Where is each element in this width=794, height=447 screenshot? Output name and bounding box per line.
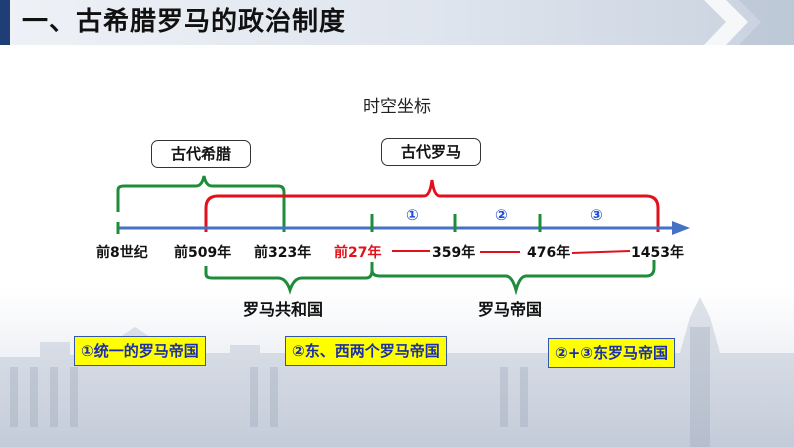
date-1453: 1453年	[631, 245, 684, 261]
date-509-bc: 前509年	[174, 245, 232, 261]
date-27-bc: 前27年	[334, 245, 382, 261]
timeline-arrow-icon	[672, 221, 690, 235]
header-accent	[0, 0, 10, 45]
period-roman-empire: 罗马帝国	[478, 300, 543, 319]
rome-brace	[204, 179, 660, 232]
segment-label-2: ②	[495, 206, 508, 224]
timeline-subtitle: 时空坐标	[363, 97, 431, 117]
date-476: 476年	[527, 245, 571, 261]
badge-east-west-empires: ②东、西两个罗马帝国	[285, 336, 447, 366]
date-connector	[571, 250, 631, 254]
greece-brace	[116, 175, 286, 232]
date-359: 359年	[432, 245, 476, 261]
header-bar: 一、古希腊罗马的政治制度	[0, 0, 794, 45]
date-8th-century-bc: 前8世纪	[96, 245, 148, 261]
empire-brace	[370, 260, 656, 296]
segment-label-3: ③	[590, 206, 603, 224]
page-title: 一、古希腊罗马的政治制度	[22, 7, 347, 37]
label-ancient-greece: 古代希腊	[151, 140, 251, 168]
label-ancient-rome: 古代罗马	[381, 138, 481, 166]
period-roman-republic: 罗马共和国	[243, 300, 324, 319]
badge-eastern-empire: ②+③东罗马帝国	[548, 338, 675, 368]
segment-label-1: ①	[406, 206, 419, 224]
date-323-bc: 前323年	[254, 245, 312, 261]
chevron-decoration-icon	[704, 0, 794, 45]
badge-unified-empire: ①统一的罗马帝国	[74, 336, 206, 366]
republic-brace	[204, 262, 374, 295]
